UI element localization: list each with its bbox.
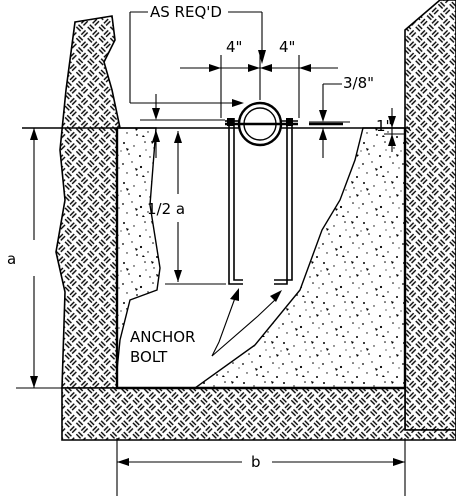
b-label: b (251, 453, 261, 471)
one-inch-dimension (384, 108, 405, 152)
anchor-bolt-right (274, 118, 293, 285)
as-reqd-leader (129, 11, 266, 107)
three-eighths-dimension (309, 83, 350, 158)
three-eighths-label: 3/8" (343, 74, 374, 92)
as-reqd-label: AS REQ'D (150, 3, 222, 21)
anchor-bolt-left (228, 118, 243, 285)
bolt-label: BOLT (130, 348, 168, 366)
trench-outline (115, 128, 407, 390)
half-a-label: 1/2 a (147, 200, 185, 218)
anchor-label: ANCHOR (130, 328, 195, 346)
spacing-left-label: 4" (226, 38, 242, 56)
one-inch-label: 1" (376, 117, 392, 135)
a-label: a (7, 250, 16, 268)
pour-top-dimension (140, 94, 225, 158)
four-inch-dimensions (180, 55, 338, 118)
earth-bottom (61, 387, 456, 441)
b-dimension (116, 438, 406, 496)
earth-right-wall (404, 0, 456, 431)
anchor-bolt-leaders (211, 288, 282, 357)
half-a-dimension (165, 131, 226, 285)
earth-left-wall (55, 15, 121, 389)
spacing-right-label: 4" (279, 38, 295, 56)
anchor-strap (225, 118, 298, 126)
a-dimension (16, 128, 62, 389)
